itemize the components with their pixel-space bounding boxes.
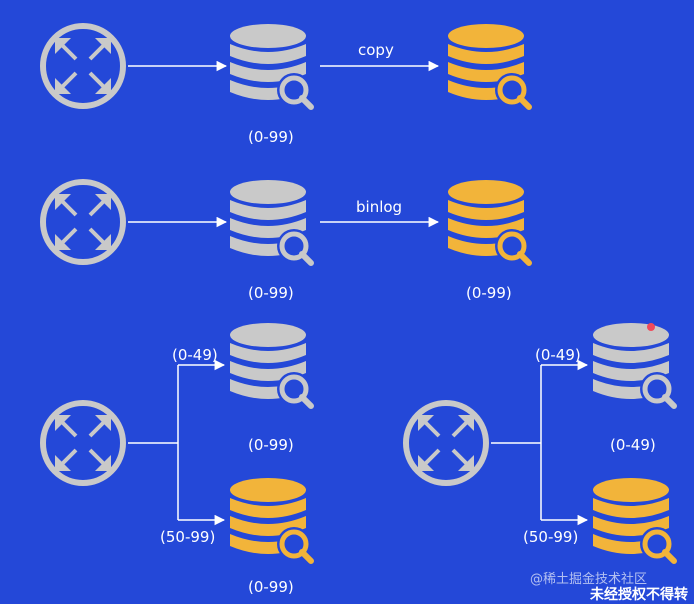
lower-route-label: (50-99) — [160, 528, 216, 546]
router-icon — [43, 403, 123, 483]
upper-route-label: (0-49) — [172, 346, 218, 364]
upper-route-label: (0-49) — [535, 346, 581, 364]
router-icon — [406, 403, 486, 483]
database-search-icon — [448, 24, 529, 107]
database-search-icon — [230, 323, 311, 406]
database-search-icon — [230, 24, 311, 107]
lower-route-label: (50-99) — [523, 528, 579, 546]
router-icon — [43, 182, 123, 262]
router-icon — [43, 26, 123, 106]
database-search-icon — [593, 478, 674, 561]
watermark-line1: @稀土掘金技术社区 — [530, 572, 648, 587]
binlog-label: binlog — [356, 198, 403, 216]
database-search-icon — [230, 180, 311, 263]
database-search-icon — [448, 180, 529, 263]
source-range-label: (0-99) — [248, 128, 294, 146]
upper-db-range-label: (0-99) — [248, 436, 294, 454]
source-range-label: (0-99) — [248, 284, 294, 302]
split-connector — [128, 359, 226, 526]
watermark-line2: 未经授权不得转 — [590, 587, 688, 603]
target-range-label: (0-99) — [466, 284, 512, 302]
split-connector — [491, 359, 589, 526]
lower-db-range-label: (0-99) — [248, 578, 294, 596]
database-search-icon — [230, 478, 311, 561]
upper-db-range-label: (0-49) — [610, 436, 656, 454]
database-search-icon — [593, 323, 674, 406]
copy-label: copy — [358, 41, 394, 59]
alert-dot — [647, 323, 655, 331]
